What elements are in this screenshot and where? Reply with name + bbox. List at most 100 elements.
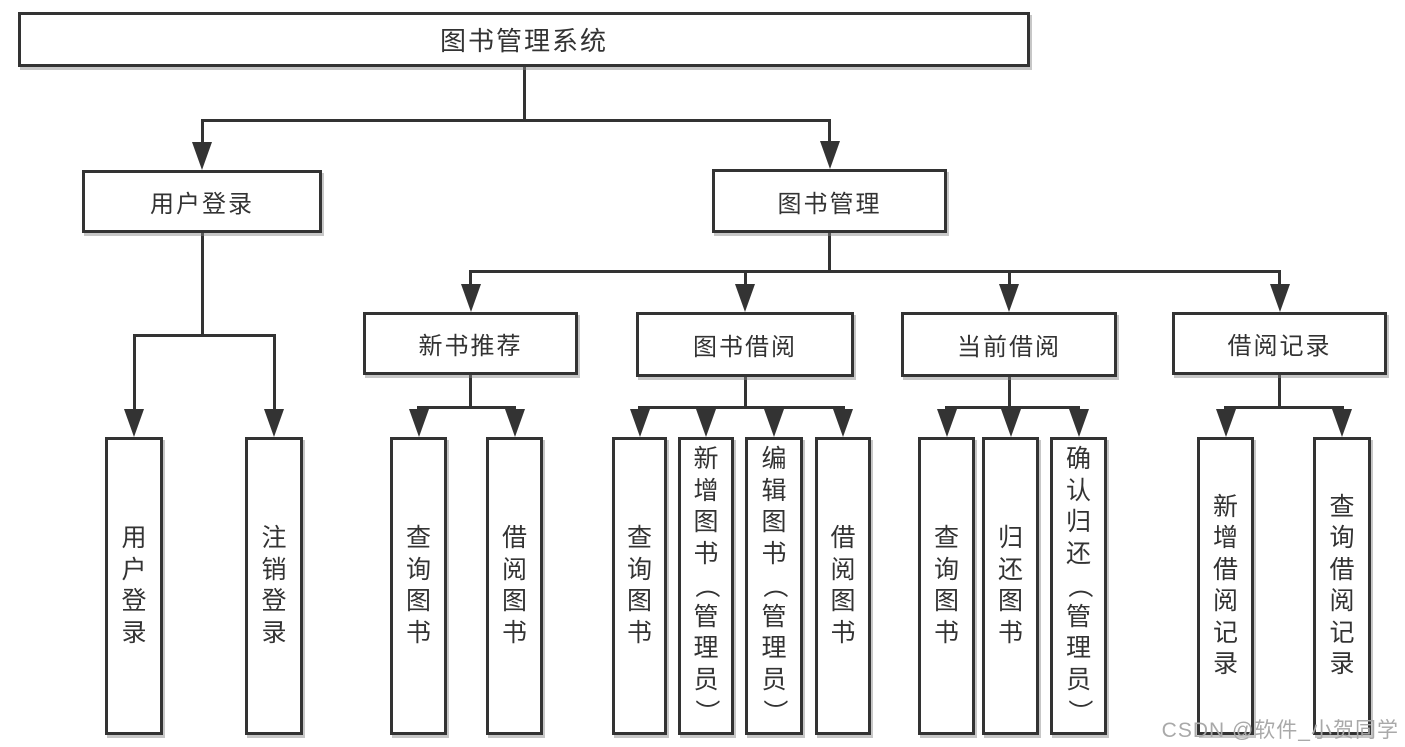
node-label-char: 阅 bbox=[501, 555, 527, 584]
node-label: 图书管理系统 bbox=[439, 26, 608, 56]
arrowhead-icon bbox=[1215, 409, 1236, 437]
connector-line bbox=[272, 335, 276, 417]
connector-line bbox=[828, 233, 831, 271]
node-new-books: 新书推荐 bbox=[363, 312, 578, 375]
arrowhead-icon bbox=[408, 409, 429, 437]
node-label: 查询借阅记录 bbox=[1316, 440, 1368, 732]
watermark: CSDN @软件_小贺同学 bbox=[1161, 719, 1399, 742]
node-label-char: 书 bbox=[933, 618, 959, 647]
node-label-char: 借 bbox=[830, 524, 856, 552]
node-label: 确认归还（管理员） bbox=[1053, 440, 1104, 732]
node-root: 图书管理系统 bbox=[18, 12, 1030, 67]
node-current-borrow: 当前借阅 bbox=[901, 312, 1117, 377]
node-label-char: 借 bbox=[1212, 555, 1238, 584]
node-label-char: 户 bbox=[121, 555, 147, 584]
node-label: 借阅图书 bbox=[489, 440, 540, 732]
node-book-borrow: 图书借阅 bbox=[636, 312, 854, 377]
node-label-char: 增 bbox=[1212, 524, 1238, 552]
node-label-char: 辑 bbox=[761, 476, 787, 505]
node-label-char: 还 bbox=[997, 555, 1023, 584]
connector-line bbox=[638, 405, 845, 409]
connector-line bbox=[743, 271, 747, 292]
node-label-char: ） bbox=[692, 699, 721, 725]
node-label-char: 查 bbox=[933, 524, 959, 552]
node-leaf-nb-query: 查询图书 bbox=[390, 437, 447, 735]
arrowhead-icon bbox=[504, 409, 525, 437]
node-label-char: 管 bbox=[693, 602, 719, 631]
node-label: 当前借阅 bbox=[957, 334, 1061, 361]
arrowhead-icon bbox=[1269, 284, 1290, 312]
node-label-char: 阅 bbox=[1212, 587, 1238, 615]
node-label: 借阅记录 bbox=[1227, 333, 1332, 360]
node-label-char: ） bbox=[760, 699, 789, 725]
node-label: 图书借阅 bbox=[693, 334, 797, 361]
arrowhead-icon bbox=[999, 284, 1019, 312]
node-label-char: 图 bbox=[501, 587, 527, 615]
node-leaf-nb-borrow: 借阅图书 bbox=[486, 437, 543, 735]
node-label-char: 书 bbox=[501, 618, 527, 647]
node-user-login: 用户登录 bbox=[82, 170, 322, 233]
arrowhead-icon bbox=[833, 409, 853, 437]
node-label-char: 录 bbox=[1212, 650, 1238, 678]
node-leaf-br-query: 查询借阅记录 bbox=[1313, 437, 1371, 735]
node-label-char: 编 bbox=[761, 445, 787, 474]
node-leaf-bb-query: 查询图书 bbox=[612, 437, 667, 735]
node-label-char: 录 bbox=[1329, 650, 1355, 678]
node-label-char: 录 bbox=[121, 618, 147, 647]
arrowhead-icon bbox=[124, 409, 144, 437]
node-label-char: 用 bbox=[121, 524, 147, 552]
node-label-char: 录 bbox=[261, 618, 287, 647]
node-label-char: 记 bbox=[1329, 618, 1355, 647]
node-leaf-logout: 注销登录 bbox=[245, 437, 303, 735]
connector-line bbox=[469, 271, 472, 292]
node-label-char: 图 bbox=[405, 587, 431, 615]
node-borrow-records: 借阅记录 bbox=[1172, 312, 1387, 375]
arrowhead-icon bbox=[629, 409, 650, 437]
node-label-char: 员 bbox=[693, 665, 719, 694]
node-label-char: 书 bbox=[405, 618, 431, 647]
node-leaf-user-login: 用户登录 bbox=[105, 437, 163, 735]
connector-line bbox=[469, 269, 1281, 273]
node-label: 新增图书（管理员） bbox=[681, 440, 731, 732]
arrowhead-icon bbox=[764, 409, 784, 437]
node-label-char: 登 bbox=[121, 587, 147, 615]
connector-line bbox=[1224, 405, 1344, 409]
node-label: 借阅图书 bbox=[818, 440, 868, 732]
node-label-char: 借 bbox=[501, 524, 527, 552]
node-label-char: 员 bbox=[1065, 665, 1091, 694]
node-label-char: 借 bbox=[1329, 555, 1355, 584]
connector-line bbox=[1007, 377, 1011, 407]
arrowhead-icon bbox=[1068, 409, 1089, 437]
arrowhead-icon bbox=[1000, 409, 1021, 437]
node-leaf-cb-return: 归还图书 bbox=[982, 437, 1039, 735]
node-label-char: 增 bbox=[693, 476, 719, 505]
node-label-char: 图 bbox=[997, 587, 1023, 615]
node-label-char: 查 bbox=[1329, 492, 1355, 521]
node-label-char: 询 bbox=[626, 555, 652, 584]
connector-line bbox=[132, 333, 276, 337]
node-label-char: 员 bbox=[761, 665, 787, 694]
arrowhead-icon bbox=[696, 409, 716, 437]
node-label-char: 归 bbox=[997, 524, 1023, 552]
node-leaf-bb-add: 新增图书（管理员） bbox=[678, 437, 734, 735]
connector-line bbox=[200, 118, 831, 122]
node-book-mgmt: 图书管理 bbox=[712, 169, 947, 233]
node-label: 归还图书 bbox=[985, 440, 1036, 732]
node-leaf-cb-confirm: 确认归还（管理员） bbox=[1050, 437, 1107, 735]
node-label-char: 理 bbox=[1065, 634, 1091, 663]
node-label-char: 新 bbox=[693, 445, 719, 474]
connector-line bbox=[828, 120, 831, 149]
arrowhead-icon bbox=[1332, 409, 1352, 437]
node-label-char: 登 bbox=[261, 587, 287, 615]
node-leaf-bb-edit: 编辑图书（管理员） bbox=[745, 437, 803, 735]
node-leaf-br-add: 新增借阅记录 bbox=[1197, 437, 1254, 735]
node-label-char: 确 bbox=[1065, 445, 1091, 474]
node-label-char: 书 bbox=[693, 539, 719, 568]
node-label: 查询图书 bbox=[921, 440, 972, 732]
node-label-char: （ bbox=[1065, 573, 1094, 599]
node-label: 查询图书 bbox=[615, 440, 664, 732]
connector-line bbox=[1278, 271, 1281, 292]
node-label: 用户登录 bbox=[108, 440, 160, 732]
node-label-char: 图 bbox=[933, 587, 959, 615]
